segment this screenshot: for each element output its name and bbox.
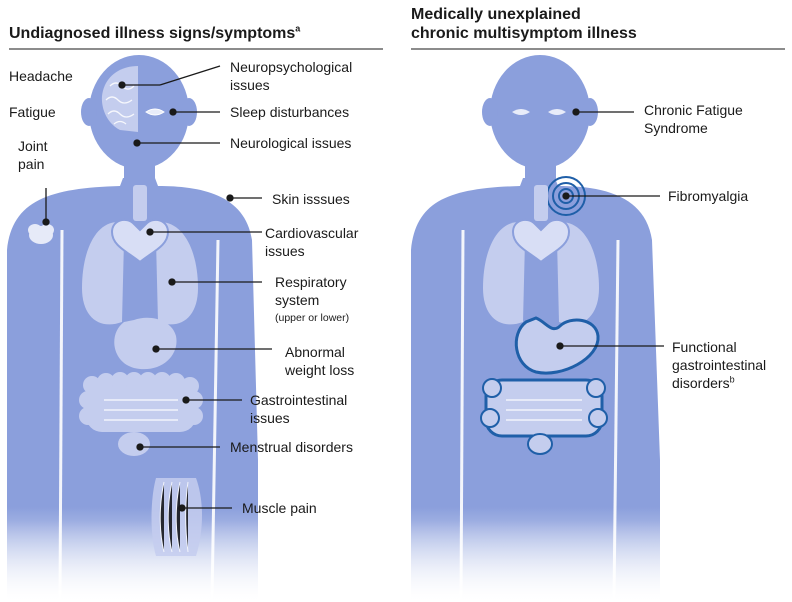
label-fgid-line3-text: disorders bbox=[672, 375, 730, 391]
right-trachea bbox=[534, 185, 548, 221]
right-figure bbox=[411, 55, 664, 600]
label-weight-line1: Abnormal bbox=[285, 343, 345, 361]
label-cfs-line1: Chronic Fatigue bbox=[644, 101, 743, 119]
label-joint-pain-line1: Joint bbox=[18, 137, 48, 155]
label-fatigue: Fatigue bbox=[9, 103, 56, 121]
label-gi-line1: Gastrointestinal bbox=[250, 391, 347, 409]
label-cardio-line2: issues bbox=[265, 242, 305, 260]
label-fgid-line3: disordersb bbox=[672, 374, 735, 392]
label-neuropsych-line1: Neuropsychological bbox=[230, 58, 352, 76]
label-sleep: Sleep disturbances bbox=[230, 103, 349, 121]
label-neuropsych-line2: issues bbox=[230, 76, 270, 94]
label-resp-line1: Respiratory bbox=[275, 273, 347, 291]
right-ear-left bbox=[482, 98, 498, 126]
label-fgid-line1: Functional bbox=[672, 338, 737, 356]
label-resp-line3: (upper or lower) bbox=[275, 312, 349, 325]
label-cfs-line2: Syndrome bbox=[644, 119, 708, 137]
trachea bbox=[133, 185, 147, 221]
muscle-icon bbox=[152, 478, 203, 556]
label-skin: Skin isssues bbox=[272, 190, 350, 208]
label-menstrual: Menstrual disorders bbox=[230, 438, 353, 456]
label-headache: Headache bbox=[9, 67, 73, 85]
label-gi-line2: issues bbox=[250, 409, 290, 427]
label-fibromyalgia: Fibromyalgia bbox=[668, 187, 748, 205]
label-neurological: Neurological issues bbox=[230, 134, 351, 152]
label-fgid-footnote: b bbox=[730, 374, 735, 384]
label-joint-pain-line2: pain bbox=[18, 155, 44, 173]
uterus-icon bbox=[118, 432, 150, 456]
label-fgid-line2: gastrointestinal bbox=[672, 356, 766, 374]
left-ear-left bbox=[81, 98, 97, 126]
label-cardio-line1: Cardiovascular bbox=[265, 224, 358, 242]
label-muscle: Muscle pain bbox=[242, 499, 317, 517]
label-resp-line2: system bbox=[275, 291, 319, 309]
label-weight-line2: weight loss bbox=[285, 361, 354, 379]
